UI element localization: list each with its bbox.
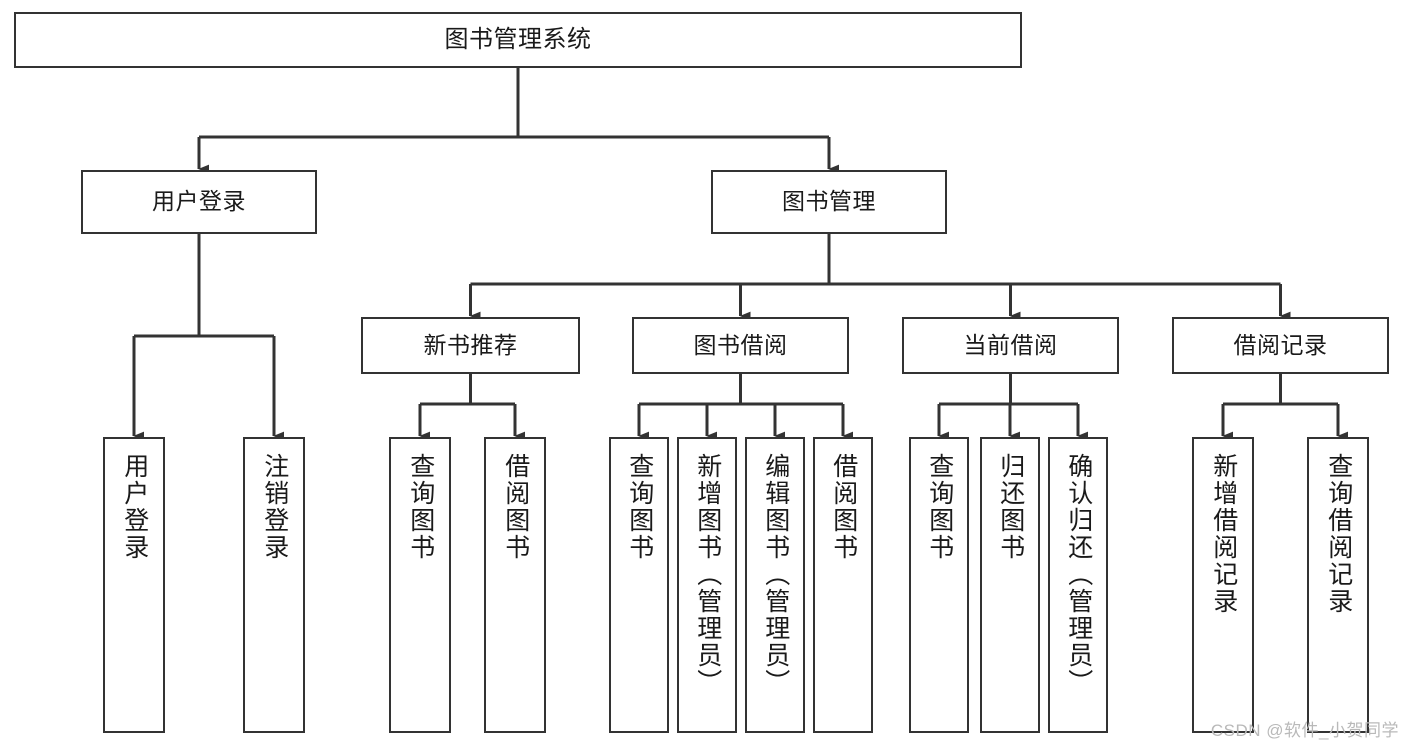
node-leaf-1[interactable]: 用户登录 bbox=[103, 437, 165, 733]
node-label: 图书管理系统 bbox=[444, 25, 592, 53]
node-leaf-5[interactable]: 查询图书 bbox=[609, 437, 669, 733]
connector-edges bbox=[132, 68, 1349, 441]
node-label: 借阅记录 bbox=[1233, 331, 1328, 358]
node-leaf-10[interactable]: 归还图书 bbox=[980, 437, 1040, 733]
node-label: 新书推荐 bbox=[423, 331, 518, 358]
node-leaf-3[interactable]: 查询图书 bbox=[389, 437, 451, 733]
node-label: 查询图书 bbox=[625, 453, 654, 561]
node-label: 查询图书 bbox=[925, 453, 954, 561]
node-label: 当前借阅 bbox=[963, 331, 1058, 358]
node-bookmgmt[interactable]: 图书管理 bbox=[711, 170, 947, 234]
node-root[interactable]: 图书管理系统 bbox=[14, 12, 1022, 68]
node-label: 归还图书 bbox=[996, 453, 1025, 561]
node-leaf-9[interactable]: 查询图书 bbox=[909, 437, 969, 733]
node-login[interactable]: 用户登录 bbox=[81, 170, 317, 234]
node-leaf-13[interactable]: 查询借阅记录 bbox=[1307, 437, 1369, 733]
node-label: 图书管理 bbox=[782, 188, 876, 215]
node-label: 查询图书 bbox=[406, 453, 435, 561]
node-leaf-7[interactable]: 编辑图书（管理员） bbox=[745, 437, 805, 733]
node-newbook[interactable]: 新书推荐 bbox=[361, 317, 580, 374]
node-label: 图书借阅 bbox=[693, 331, 788, 358]
watermark-text: CSDN @软件_小贺同学 bbox=[1210, 721, 1399, 740]
node-leaf-4[interactable]: 借阅图书 bbox=[484, 437, 546, 733]
node-label: 用户登录 bbox=[152, 188, 246, 215]
node-label: 确认归还（管理员） bbox=[1064, 453, 1093, 696]
node-label: 新增借阅记录 bbox=[1209, 453, 1238, 615]
node-label: 新增图书（管理员） bbox=[693, 453, 722, 696]
node-borrow[interactable]: 图书借阅 bbox=[632, 317, 849, 374]
node-label: 借阅图书 bbox=[501, 453, 530, 561]
node-label: 借阅图书 bbox=[829, 453, 858, 561]
node-leaf-11[interactable]: 确认归还（管理员） bbox=[1048, 437, 1108, 733]
node-label: 注销登录 bbox=[260, 453, 289, 561]
node-current[interactable]: 当前借阅 bbox=[902, 317, 1119, 374]
node-label: 查询借阅记录 bbox=[1324, 453, 1353, 615]
node-leaf-6[interactable]: 新增图书（管理员） bbox=[677, 437, 737, 733]
node-label: 编辑图书（管理员） bbox=[761, 453, 790, 696]
node-leaf-2[interactable]: 注销登录 bbox=[243, 437, 305, 733]
node-leaf-8[interactable]: 借阅图书 bbox=[813, 437, 873, 733]
node-leaf-12[interactable]: 新增借阅记录 bbox=[1192, 437, 1254, 733]
node-records[interactable]: 借阅记录 bbox=[1172, 317, 1389, 374]
node-label: 用户登录 bbox=[120, 453, 149, 561]
